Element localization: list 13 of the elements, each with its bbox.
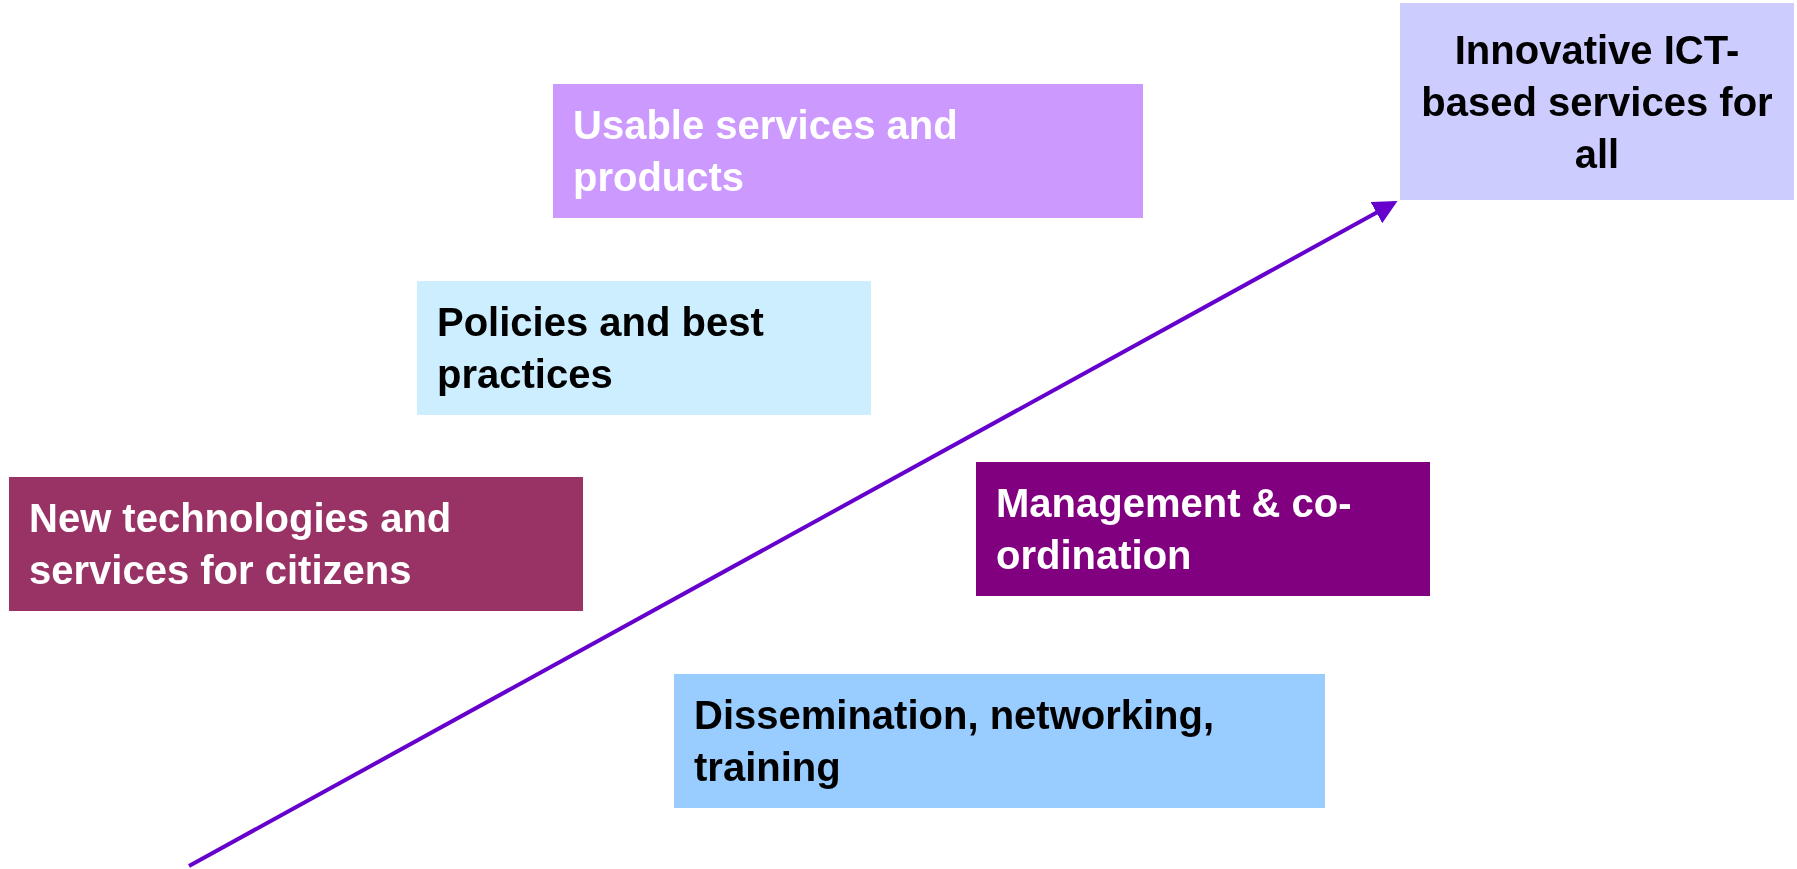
text-box <box>674 674 1325 808</box>
text-box <box>1400 3 1794 200</box>
text-box <box>417 281 871 415</box>
box-label: Policies and best practices <box>437 299 765 398</box>
box-label: Usable services and products <box>573 102 959 201</box>
box-label: Management & co-ordination <box>996 480 1353 579</box>
text-box <box>976 462 1430 596</box>
box-label: Innovative ICT-based services for all <box>1420 26 1774 178</box>
arrow <box>188 201 1398 868</box>
text-box <box>9 477 583 611</box>
box-label: New technologies and services for citizens <box>29 495 453 594</box>
text-box <box>553 84 1143 218</box>
box-label: Dissemination, networking, training <box>694 692 1216 791</box>
